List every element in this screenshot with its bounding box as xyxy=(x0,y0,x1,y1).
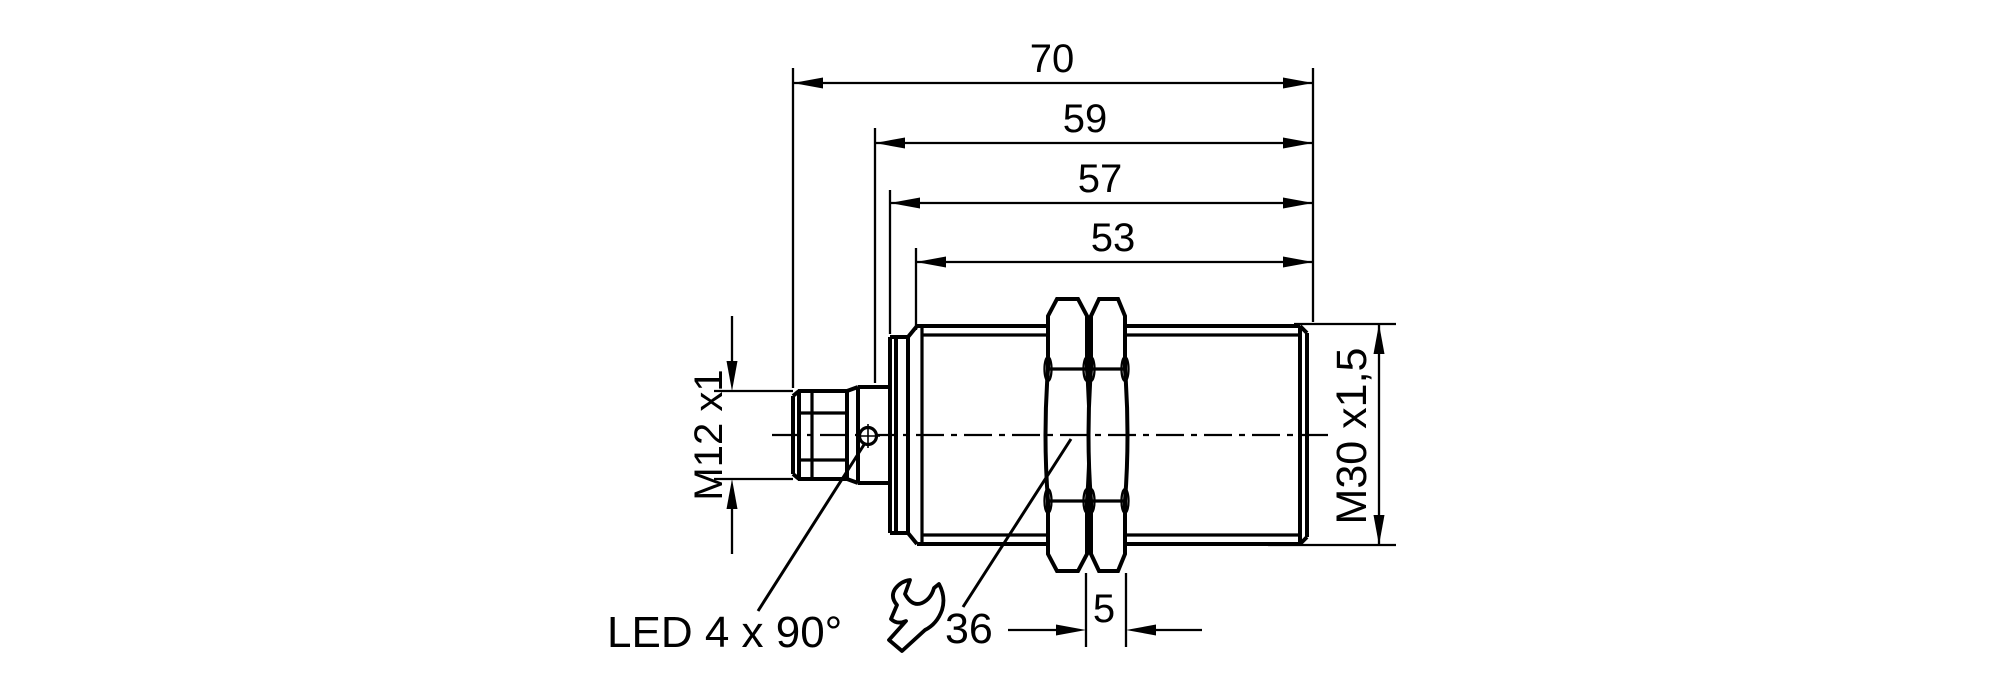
led-callout: LED 4 x 90° xyxy=(607,424,880,657)
arrowhead-right xyxy=(1283,77,1313,89)
arrowhead-up xyxy=(726,479,738,509)
dimension-57: 57 xyxy=(888,157,1313,334)
wrench-icon xyxy=(887,578,946,653)
m12-connector xyxy=(791,385,890,485)
dimension-m30: M30 x1,5 xyxy=(1268,322,1396,547)
hex-corner-arc xyxy=(1043,487,1053,515)
arrowhead-down xyxy=(726,361,738,391)
hex-corner-arc xyxy=(1086,355,1096,383)
housing-thread-label: M30 x1,5 xyxy=(1328,348,1376,525)
front-chamfer-bottom xyxy=(1298,535,1309,546)
dim-70-label: 70 xyxy=(1030,37,1075,81)
wrench-size-label: 36 xyxy=(945,605,993,653)
arrowhead-right xyxy=(1283,197,1313,209)
hex-corner-arc xyxy=(1043,355,1053,383)
arrowhead-left xyxy=(1126,624,1156,636)
dim-53-label: 53 xyxy=(1091,216,1136,260)
dim-59-label: 59 xyxy=(1063,97,1108,141)
wrench-leader-line xyxy=(961,438,1073,608)
dimension-5: 5 xyxy=(1008,573,1202,647)
dim-5-label: 5 xyxy=(1093,587,1115,631)
dim-57-label: 57 xyxy=(1078,157,1123,201)
dimension-70: 70 xyxy=(791,37,1315,388)
led-annotation-label: LED 4 x 90° xyxy=(607,608,842,657)
connector-thread-label: M12 x1 xyxy=(687,369,731,500)
arrowhead-left xyxy=(793,77,823,89)
hex-corner-arc xyxy=(1086,487,1096,515)
dimension-59: 59 xyxy=(873,97,1313,383)
hex-corner-arc xyxy=(1120,355,1130,383)
arrowhead-left xyxy=(875,137,905,149)
arrowhead-down xyxy=(1373,515,1385,545)
arrowhead-right xyxy=(1283,256,1313,268)
arrowhead-right xyxy=(1056,624,1086,636)
sensor-body xyxy=(772,297,1332,573)
dimension-m12: M12 x1 xyxy=(687,316,793,554)
dimension-53: 53 xyxy=(914,216,1313,330)
arrowhead-up xyxy=(1373,324,1385,354)
arrowhead-right xyxy=(1283,137,1313,149)
arrowhead-left xyxy=(890,197,920,209)
front-chamfer-top xyxy=(1298,324,1309,335)
hex-corner-arc xyxy=(1120,487,1130,515)
led-leader-line xyxy=(756,439,869,612)
wrench-callout: 36 xyxy=(887,438,1073,653)
arrowhead-left xyxy=(916,256,946,268)
barrel-rear-chamfer-bottom xyxy=(906,531,919,546)
